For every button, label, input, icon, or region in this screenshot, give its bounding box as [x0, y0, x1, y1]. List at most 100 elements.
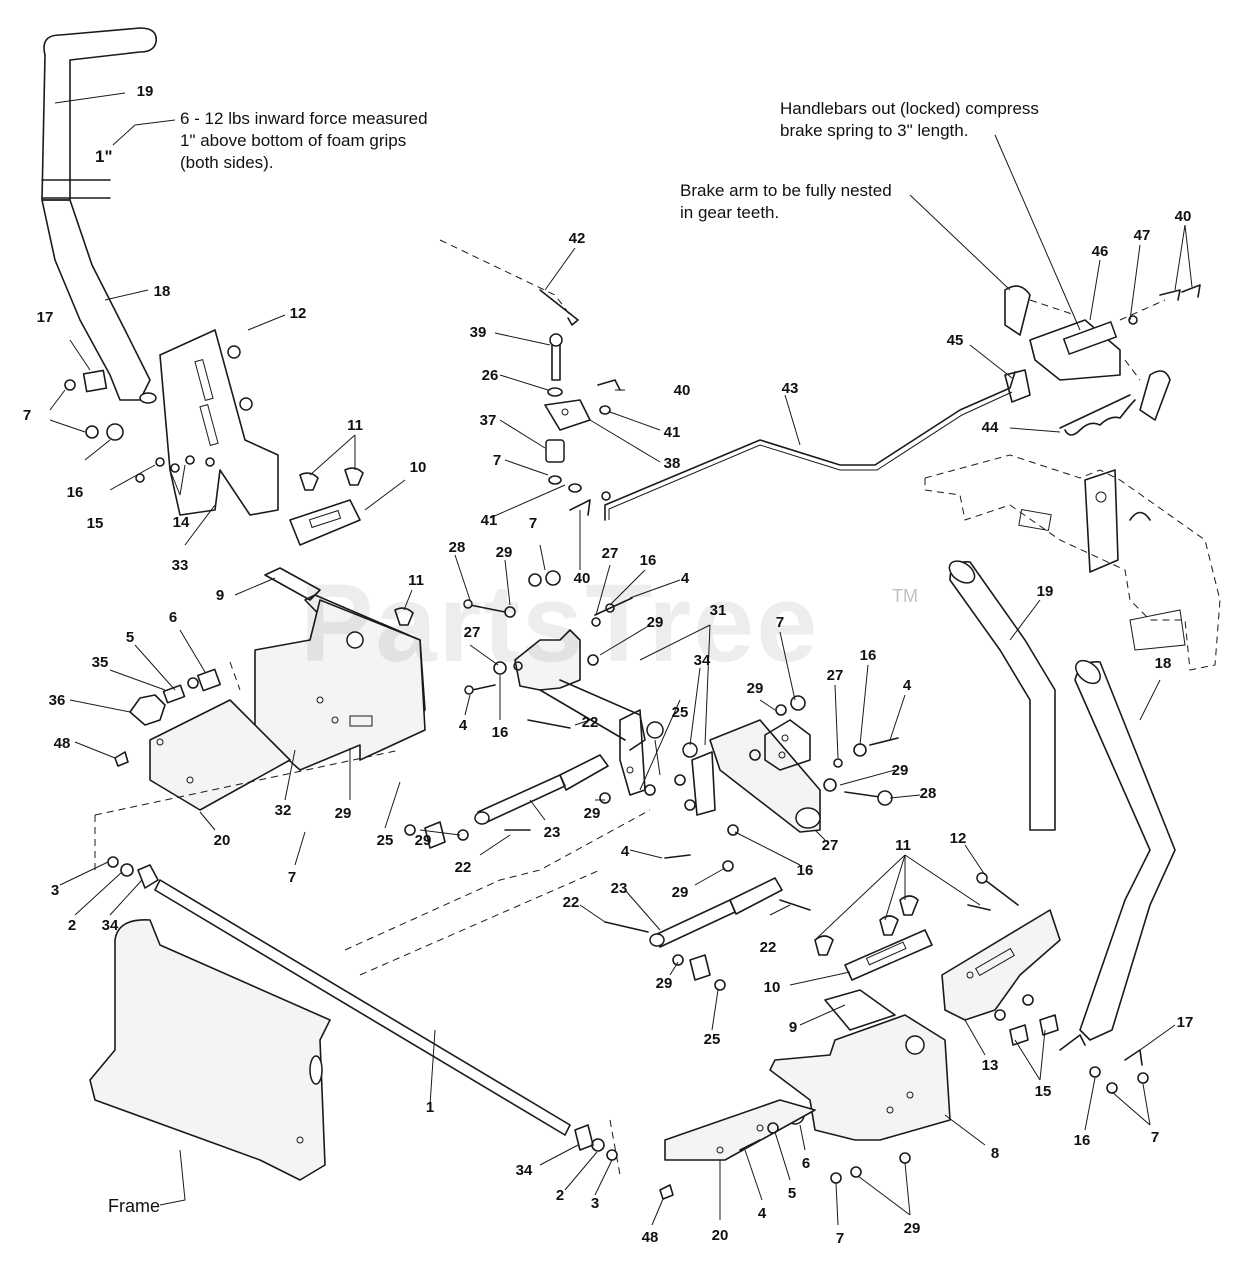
callout-20-b: 20 [712, 1227, 729, 1244]
callout-19-left: 19 [137, 83, 154, 100]
center-fasteners-left [463, 570, 633, 695]
callout-41-b: 41 [664, 424, 681, 441]
callout-16-right: 16 [1074, 1132, 1091, 1149]
dashed-outlines [94, 749, 651, 1176]
callout-37: 37 [480, 412, 497, 429]
callout-16: 16 [67, 484, 84, 501]
callout-29-f: 29 [747, 680, 764, 697]
callout-29-b: 29 [415, 832, 432, 849]
callout-4-b: 4 [459, 717, 468, 734]
callout-46: 46 [1092, 243, 1109, 260]
callout-11: 11 [347, 417, 363, 434]
watermark: PartsTree [300, 562, 820, 685]
callout-33: 33 [172, 557, 189, 574]
callout-labels: 19 18 17 12 7 16 15 14 33 11 10 9 11 6 5… [23, 83, 1194, 1247]
callout-4-d: 4 [621, 843, 630, 860]
callout-15-right: 15 [1035, 1083, 1052, 1100]
callout-22-b: 22 [455, 859, 472, 876]
callout-7-g: 7 [836, 1230, 844, 1247]
center-right-fasteners [664, 695, 899, 872]
callout-45: 45 [947, 332, 964, 349]
callout-16-c: 16 [492, 724, 509, 741]
callout-23-b: 23 [611, 880, 628, 897]
callout-14: 14 [173, 514, 190, 531]
callout-7-c: 7 [493, 452, 501, 469]
shock-23-left [404, 719, 656, 849]
callout-29-g: 29 [892, 762, 909, 779]
callout-13: 13 [982, 1057, 999, 1074]
callout-2: 2 [68, 917, 76, 934]
callout-7: 7 [23, 407, 31, 424]
note-force: 6 - 12 lbs inward force measured 1" abov… [180, 108, 428, 174]
callout-6-b: 6 [802, 1155, 810, 1172]
callout-5-b: 5 [788, 1185, 796, 1202]
callout-34-c: 34 [516, 1162, 533, 1179]
callout-16-b: 16 [640, 552, 657, 569]
callout-12-left: 12 [290, 305, 307, 322]
callout-27-b: 27 [464, 624, 481, 641]
callout-10-right: 10 [764, 979, 781, 996]
callout-1: 1 [426, 1099, 434, 1116]
note-inch-text: 1" [95, 147, 113, 166]
callout-6: 6 [169, 609, 177, 626]
note-handlebars-line1: Handlebars out (locked) compress [780, 99, 1039, 118]
callout-31: 31 [710, 602, 727, 619]
note-handlebars-line2: brake spring to 3" length. [780, 121, 969, 140]
note-brake-arm-line1: Brake arm to be fully nested [680, 181, 892, 200]
callout-35: 35 [92, 654, 109, 671]
callout-29-h: 29 [672, 884, 689, 901]
left-handle-lower [41, 199, 157, 404]
callout-29: 29 [335, 805, 352, 822]
callout-19-right: 19 [1037, 583, 1054, 600]
callout-3-b: 3 [591, 1195, 599, 1212]
center-right-lever [674, 719, 821, 833]
callout-4-e: 4 [758, 1205, 767, 1222]
note-inch: 1" [95, 146, 113, 168]
left-handle-mount-plate [159, 329, 279, 516]
note-brake-arm: Brake arm to be fully nested in gear tee… [680, 180, 892, 224]
callout-40-b: 40 [574, 570, 591, 587]
callout-5: 5 [126, 629, 134, 646]
callout-11-c: 11 [895, 837, 911, 854]
trademark: TM [892, 586, 918, 606]
callout-23: 23 [544, 824, 561, 841]
left-cover-20 [114, 699, 291, 811]
callout-27-d: 27 [822, 837, 839, 854]
callout-34-b: 34 [694, 652, 711, 669]
callout-9: 9 [216, 587, 224, 604]
left-handle-small-parts [64, 369, 215, 483]
left-knob-assembly [129, 661, 241, 726]
callout-15: 15 [87, 515, 104, 532]
callout-7-right: 7 [1151, 1129, 1159, 1146]
frame-panel [89, 919, 331, 1181]
callout-47: 47 [1134, 227, 1151, 244]
callout-4-c: 4 [903, 677, 912, 694]
rod-42 [439, 239, 579, 326]
callout-8: 8 [991, 1145, 999, 1162]
right-bracket-10 [814, 895, 933, 981]
callout-44: 44 [982, 419, 999, 436]
callout-25-b: 25 [672, 704, 689, 721]
callout-7-d: 7 [529, 515, 537, 532]
callout-28-b: 28 [920, 785, 937, 802]
callout-32: 32 [275, 802, 292, 819]
callout-16-d: 16 [860, 647, 877, 664]
callout-39: 39 [470, 324, 487, 341]
center-small-parts [544, 333, 621, 516]
brake-rod-43 [601, 371, 1016, 521]
left-bracket-32 [254, 599, 426, 771]
callout-25-c: 25 [704, 1031, 721, 1048]
center-lever-31 [514, 629, 664, 796]
callout-42: 42 [569, 230, 586, 247]
note-force-line1: 6 - 12 lbs inward force measured [180, 109, 428, 128]
callout-41: 41 [481, 512, 498, 529]
right-bracket-8 [769, 989, 951, 1141]
left-handle-upper [41, 27, 157, 201]
callout-36: 36 [49, 692, 66, 709]
right-cover-20 [659, 1099, 816, 1200]
right-handle-18 [1074, 659, 1176, 1041]
callout-29-c: 29 [496, 544, 513, 561]
shock-23-right [604, 877, 811, 991]
right-handle-19 [948, 560, 1056, 831]
note-handlebars: Handlebars out (locked) compress brake s… [780, 98, 1039, 142]
